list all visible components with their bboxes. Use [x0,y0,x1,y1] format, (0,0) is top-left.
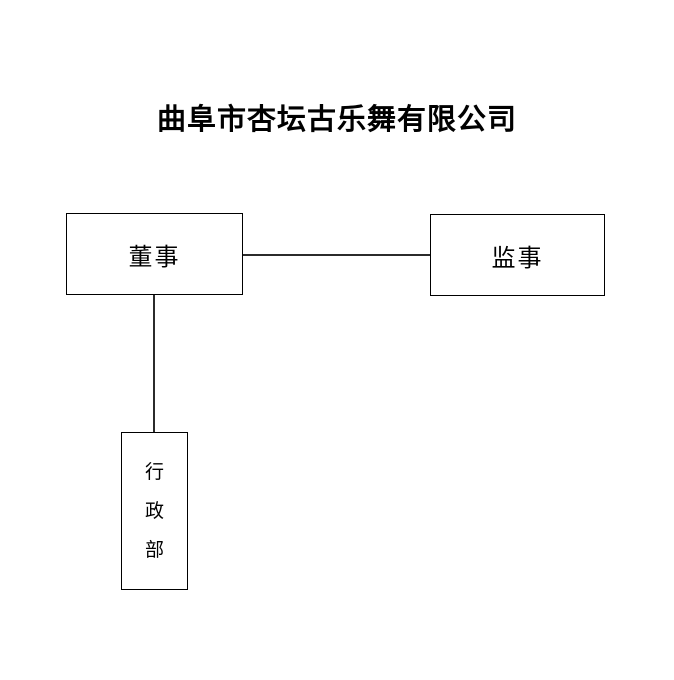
page-title: 曲阜市杏坛古乐舞有限公司 [156,102,517,136]
org-node-director[interactable]: 董事 [66,213,243,295]
connector-director-supervisor [242,254,431,256]
org-node-supervisor[interactable]: 监事 [430,214,605,296]
org-node-admin-char-1: 行 [144,460,164,483]
org-node-admin-department[interactable]: 行 政 部 [121,432,188,590]
org-node-admin-char-2: 政 [144,499,164,522]
org-node-supervisor-label: 监事 [491,243,544,272]
connector-director-admin [153,294,155,433]
org-node-admin-char-3: 部 [144,538,164,561]
org-node-director-label: 董事 [128,242,181,271]
